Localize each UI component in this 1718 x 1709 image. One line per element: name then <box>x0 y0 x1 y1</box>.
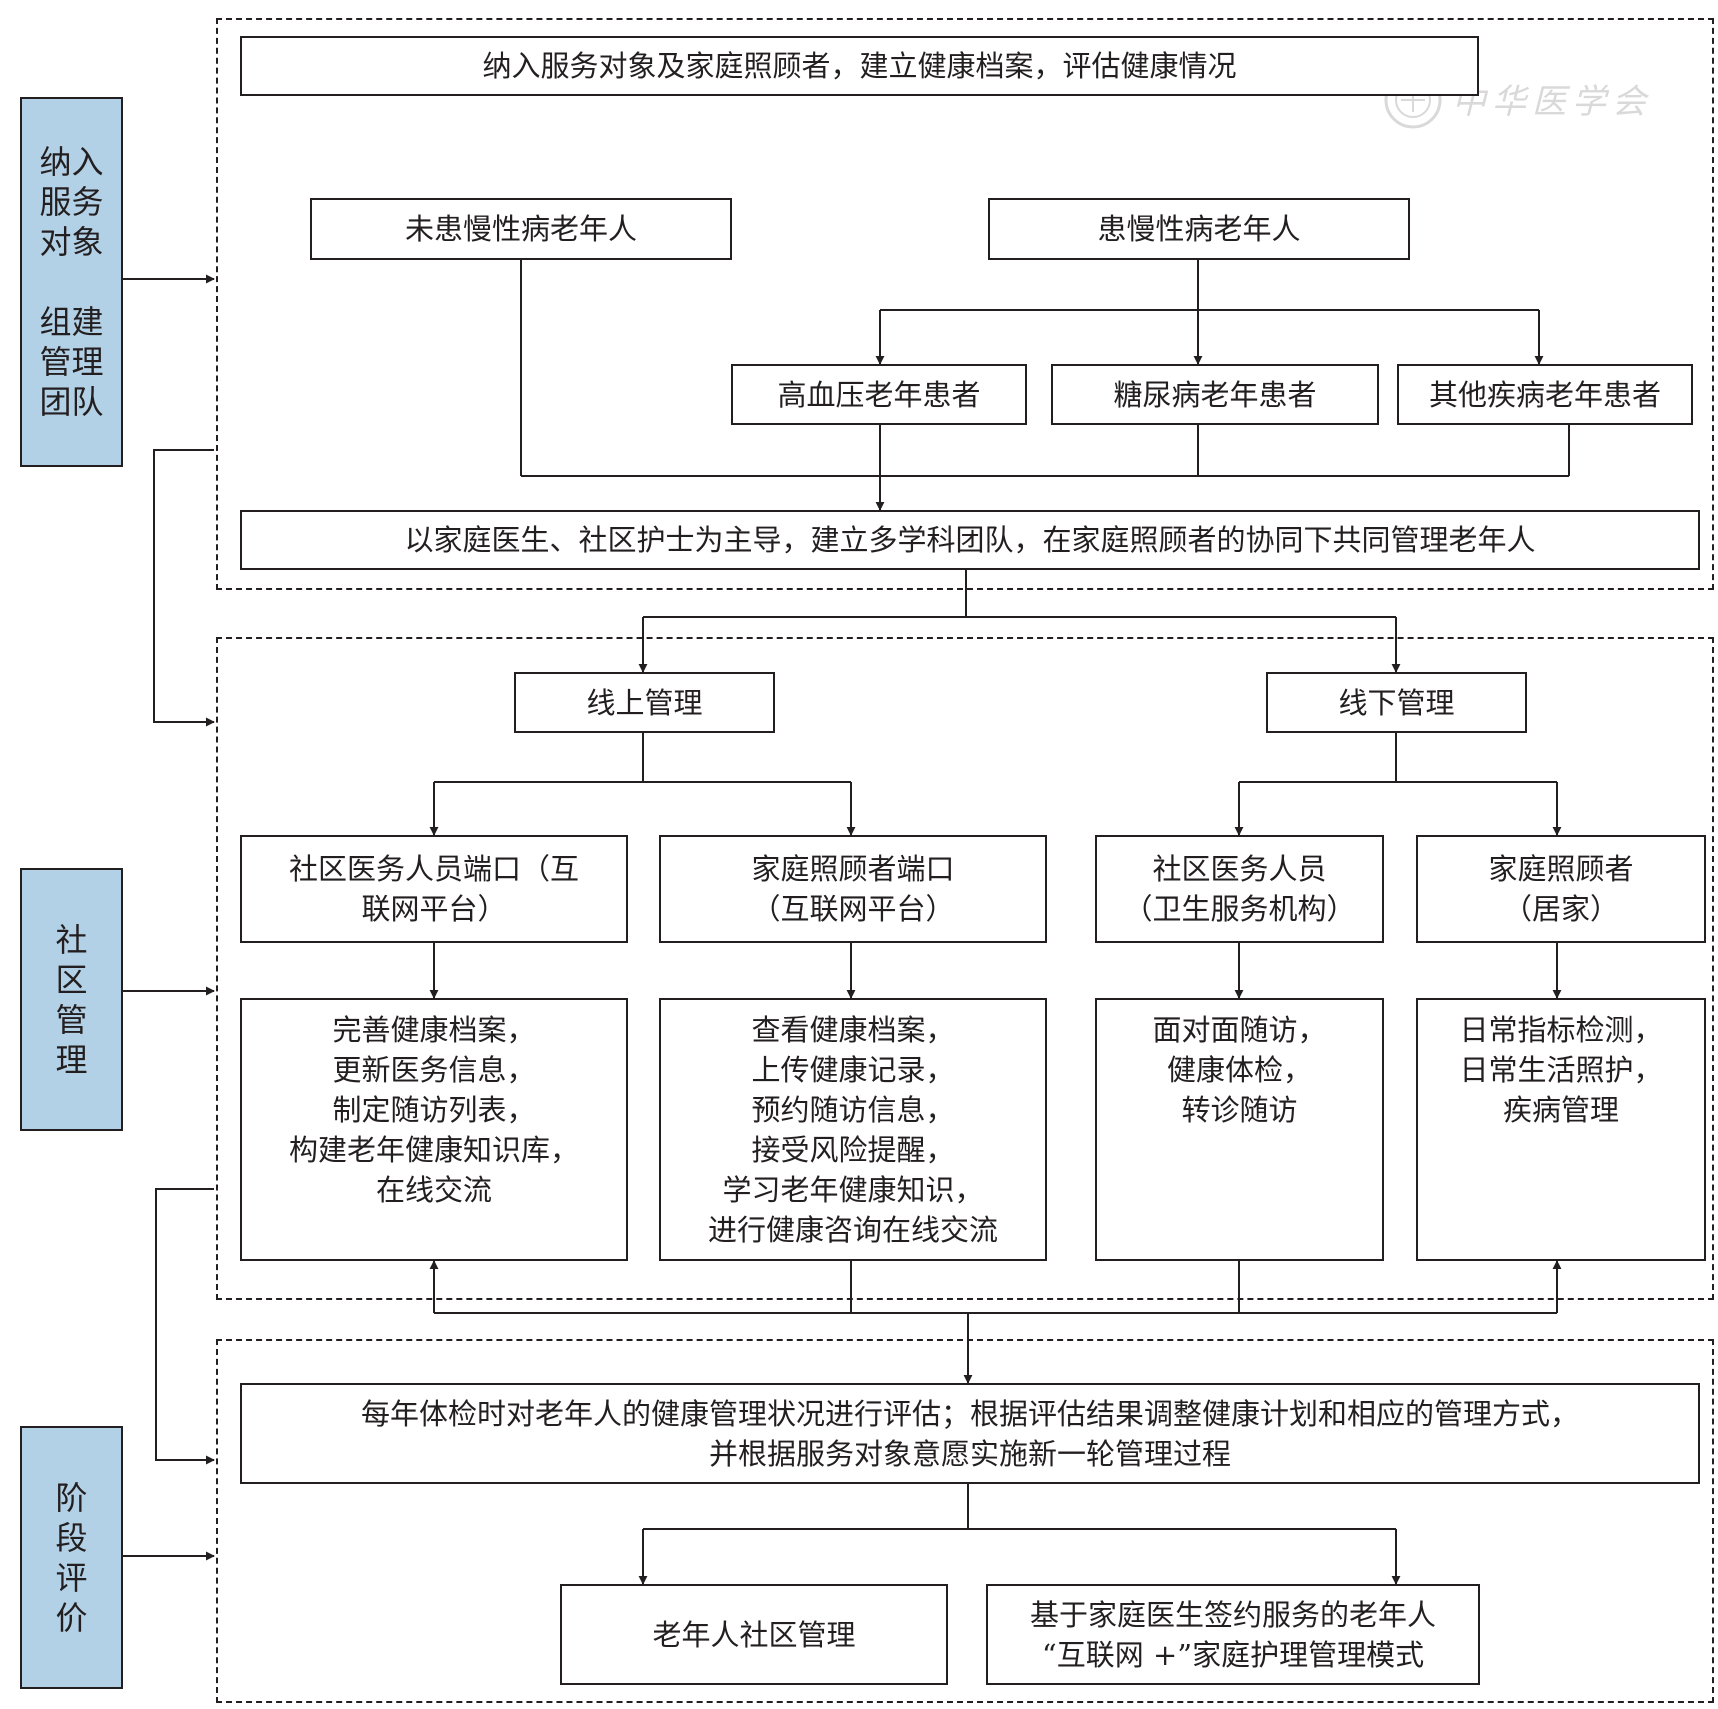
box-multidisciplinary-team: 以家庭医生、社区护士为主导，建立多学科团队，在家庭照顾者的协同下共同管理老年人 <box>240 510 1700 570</box>
bracket-section1-to-section2 <box>153 449 215 727</box>
box-online-management: 线上管理 <box>514 672 775 733</box>
box-hypertension: 高血压老年患者 <box>731 364 1027 425</box>
box-staff-portal-tasks: 完善健康档案， 更新医务信息， 制定随访列表， 构建老年健康知识库， 在线交流 <box>240 998 628 1261</box>
side-label-community-management: 社 区 管 理 <box>20 868 123 1131</box>
box-elderly-chronic: 患慢性病老年人 <box>988 198 1410 260</box>
box-caregiver-portal-tasks: 查看健康档案， 上传健康记录， 预约随访信息， 接受风险提醒， 学习老年健康知识… <box>659 998 1047 1261</box>
box-intake-assessment: 纳入服务对象及家庭照顾者，建立健康档案，评估健康情况 <box>240 36 1479 96</box>
box-elderly-no-chronic: 未患慢性病老年人 <box>310 198 732 260</box>
section3-frame <box>216 1339 1714 1703</box>
box-diabetes: 糖尿病老年患者 <box>1051 364 1379 425</box>
side-label-intake-team: 纳入 服务 对象 组建 管理 团队 <box>20 97 123 467</box>
box-caregiver-offline: 家庭照顾者 （居家） <box>1416 835 1706 943</box>
box-caregiver-portal: 家庭照顾者端口 （互联网平台） <box>659 835 1047 943</box>
box-staff-offline: 社区医务人员 （卫生服务机构） <box>1095 835 1384 943</box>
box-annual-evaluation: 每年体检时对老年人的健康管理状况进行评估；根据评估结果调整健康计划和相应的管理方… <box>240 1383 1700 1484</box>
box-offline-management: 线下管理 <box>1266 672 1527 733</box>
bracket-section2-to-section3 <box>155 1188 215 1465</box>
section1-frame <box>216 18 1714 590</box>
box-other-disease: 其他疾病老年患者 <box>1397 364 1693 425</box>
box-staff-portal: 社区医务人员端口（互 联网平台） <box>240 835 628 943</box>
box-staff-offline-tasks: 面对面随访， 健康体检， 转诊随访 <box>1095 998 1384 1261</box>
section2-frame <box>216 637 1714 1300</box>
box-community-management: 老年人社区管理 <box>560 1584 948 1685</box>
side-label-stage-evaluation: 阶 段 评 价 <box>20 1426 123 1689</box>
box-caregiver-offline-tasks: 日常指标检测， 日常生活照护， 疾病管理 <box>1416 998 1706 1261</box>
box-management-model: 基于家庭医生签约服务的老年人 “互联网 +”家庭护理管理模式 <box>986 1584 1480 1685</box>
watermark: 中华医学会 <box>1452 82 1652 122</box>
